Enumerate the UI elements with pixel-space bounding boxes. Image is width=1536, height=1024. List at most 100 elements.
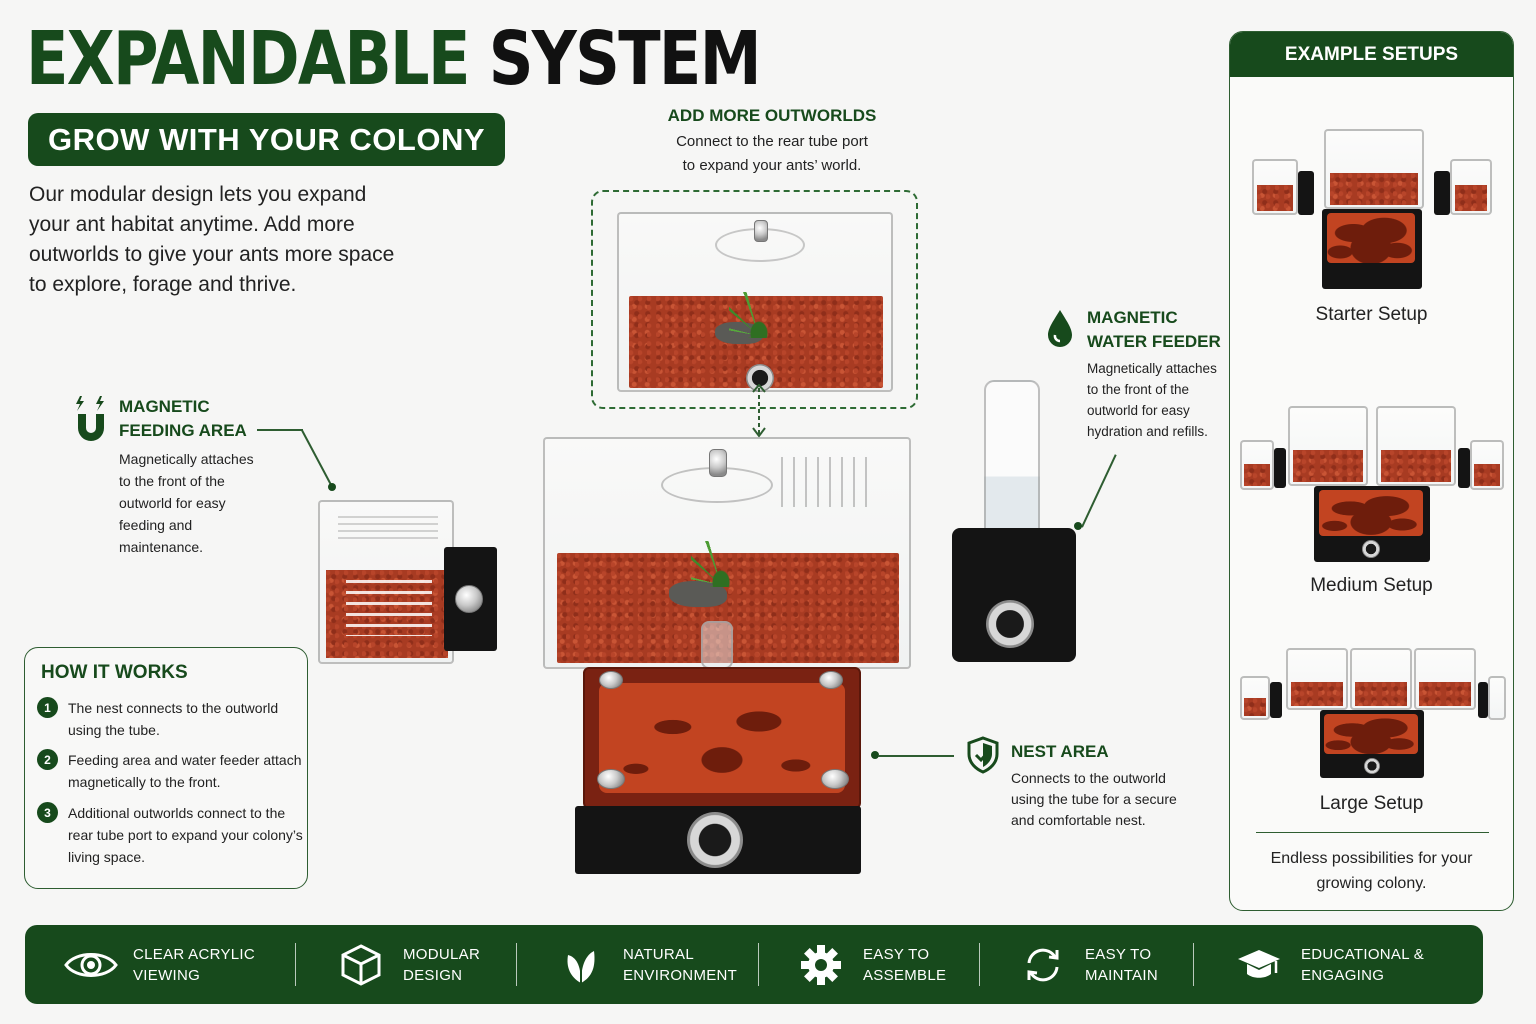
- feature-line1: MODULAR: [403, 945, 481, 963]
- step-text: Additional outworlds connect to the rear…: [68, 805, 303, 865]
- feeding-area-module[interactable]: [318, 500, 454, 664]
- water-feeder-base[interactable]: [952, 528, 1076, 662]
- feeding-area-vents: [338, 516, 438, 544]
- step-number: 3: [37, 802, 58, 823]
- nest-front-port: [687, 812, 743, 868]
- feature-line1: EDUCATIONAL &: [1301, 945, 1425, 963]
- callout-dot: [1074, 522, 1082, 530]
- setup-label: Medium Setup: [1310, 575, 1433, 596]
- feature-item: NATURAL ENVIRONMENT: [553, 925, 737, 1004]
- step-item: 1 The nest connects to the outworld usin…: [37, 697, 303, 741]
- title-part-expandable: EXPANDABLE: [26, 16, 470, 102]
- graduation-cap-icon: [1231, 940, 1287, 990]
- connection-arrow-icon: [752, 384, 766, 438]
- water-title-1: MAGNETIC: [1087, 308, 1178, 327]
- nest-area-title: NEST AREA: [1011, 742, 1109, 761]
- medium-setup-image[interactable]: [1238, 404, 1506, 564]
- feature-line2: ASSEMBLE: [863, 966, 947, 984]
- feeding-area-grill: [346, 580, 432, 636]
- feature-item: EDUCATIONAL &ENGAGING: [1231, 925, 1424, 1004]
- water-feeder-port: [986, 600, 1034, 648]
- step-text: The nest connects to the outworld using …: [68, 700, 279, 738]
- title-part-system: SYSTEM: [488, 16, 762, 102]
- main-outworld[interactable]: [543, 437, 911, 669]
- subtitle-pill: GROW WITH YOUR COLONY: [28, 113, 505, 166]
- feature-item: EASY TO ASSEMBLE: [793, 925, 946, 1004]
- setup-label: Large Setup: [1319, 793, 1424, 814]
- example-setups-title: EXAMPLE SETUPS: [1230, 32, 1513, 77]
- shield-check-icon: [967, 736, 999, 774]
- callout-line: [257, 429, 303, 431]
- callout-dot: [328, 483, 336, 491]
- nest-chambers: [599, 683, 845, 793]
- feeding-title-2: FEEDING AREA: [119, 421, 247, 440]
- setup-label: Starter Setup: [1315, 304, 1428, 325]
- setups-footer: Endless possibilities for your growing c…: [1270, 850, 1473, 892]
- add-outworlds-callout: ADD MORE OUTWORLDS Connect to the rear t…: [600, 104, 944, 178]
- nest-base: [575, 806, 861, 874]
- feeding-area-text: Magnetically attaches to the front of th…: [119, 451, 254, 555]
- main-outworld-plant: [691, 541, 751, 587]
- step-number: 1: [37, 697, 58, 718]
- page-title: EXPANDABLE SYSTEM: [26, 14, 762, 104]
- setups-divider: [1256, 832, 1489, 833]
- leaf-icon: [553, 940, 609, 990]
- nest-magnet: [599, 671, 623, 689]
- outworld-plant: [729, 292, 789, 338]
- feature-line1: CLEAR ACRYLIC: [133, 945, 256, 963]
- feature-item: EASY TO MAINTAIN: [1015, 925, 1158, 1004]
- callout-dot: [871, 751, 879, 759]
- additional-outworld[interactable]: [617, 212, 893, 392]
- feature-line1: EASY TO: [1085, 945, 1152, 963]
- magnet-icon: [76, 396, 104, 441]
- starter-setup-image[interactable]: [1250, 127, 1495, 292]
- connection-tube: [701, 621, 733, 669]
- add-outworlds-text-1: Connect to the rear tube port: [676, 133, 868, 150]
- feature-line2: MAINTAIN: [1085, 966, 1158, 984]
- callout-line: [1081, 454, 1117, 528]
- nest-magnet: [821, 769, 849, 789]
- eye-icon: [63, 940, 119, 990]
- step-item: 3 Additional outworlds connect to the re…: [37, 802, 303, 868]
- feature-separator: [295, 943, 296, 986]
- step-item: 2 Feeding area and water feeder attach m…: [37, 749, 303, 793]
- water-drop-icon: [1048, 310, 1072, 347]
- add-outworlds-title: ADD MORE OUTWORLDS: [667, 106, 877, 125]
- step-text: Feeding area and water feeder attach mag…: [68, 752, 302, 790]
- nest-area-top[interactable]: [583, 667, 861, 809]
- intro-text: Our modular design lets you expand your …: [29, 183, 395, 296]
- feeding-title-1: MAGNETIC: [119, 397, 210, 416]
- nest-magnet: [819, 671, 843, 689]
- callout-line: [301, 429, 334, 489]
- callout-line: [878, 755, 954, 757]
- water-feeder-callout: MAGNETIC WATER FEEDER: [1087, 306, 1221, 354]
- feeding-area-callout: MAGNETIC FEEDING AREA: [119, 395, 247, 443]
- ventilation-slots: [781, 457, 869, 507]
- feeding-magnet: [455, 585, 483, 613]
- feature-separator: [516, 943, 517, 986]
- add-outworlds-text-2: to expand your ants’ world.: [682, 157, 862, 174]
- feature-line2: ENVIRONMENT: [623, 966, 738, 984]
- nest-area-text: Connects to the outworld using the tube …: [1011, 770, 1177, 828]
- feature-separator: [758, 943, 759, 986]
- large-setup-image[interactable]: [1238, 646, 1506, 780]
- additional-outworld-frame: [591, 190, 918, 409]
- refresh-icon: [1015, 940, 1071, 990]
- feature-line1: NATURAL: [623, 945, 694, 963]
- step-number: 2: [37, 749, 58, 770]
- feature-line1: EASY TO: [863, 945, 930, 963]
- water-tube[interactable]: [984, 380, 1040, 556]
- how-it-works-panel: HOW IT WORKS 1 The nest connects to the …: [24, 647, 308, 889]
- cube-icon: [333, 940, 389, 990]
- water-feeder-text: Magnetically attaches to the front of th…: [1087, 361, 1217, 439]
- feature-separator: [979, 943, 980, 986]
- feeding-area-magnet-block: [444, 547, 497, 651]
- nest-magnet: [597, 769, 625, 789]
- water-title-2: WATER FEEDER: [1087, 332, 1221, 351]
- example-setups-panel: EXAMPLE SETUPS Starter Setup Medium Setu…: [1229, 31, 1514, 911]
- main-lid-knob: [709, 449, 727, 477]
- how-it-works-title: HOW IT WORKS: [41, 662, 188, 683]
